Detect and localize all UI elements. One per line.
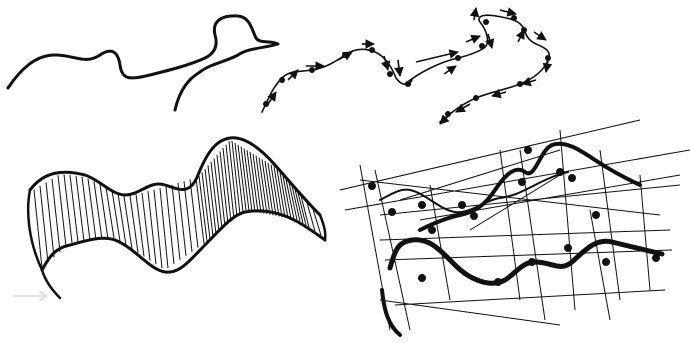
hatch-stroke [40,186,48,263]
curve-point-dot [521,27,527,33]
curve-point-dot [445,111,451,117]
panel-construction-grid [340,120,690,335]
grid-node-dot [470,212,478,220]
construction-line [395,290,665,305]
hatch-stroke [166,187,174,264]
direction-arrow-icon [488,34,492,48]
direction-arrow-icon [534,32,546,40]
grid-node-dot [388,208,396,216]
direction-arrow-icon [546,60,548,72]
grid-front-curve [390,240,662,283]
construction-line [340,120,640,190]
construction-line [560,130,575,310]
hatch-stroke [208,165,216,233]
direction-arrow-icon [416,52,458,62]
grid-node-dot [458,201,466,209]
curve-point-dot [405,81,411,87]
hatch-stroke [211,162,219,231]
curve-point-dot [387,71,393,77]
curve-point-dot [263,101,269,107]
grid-node-dot [418,201,426,209]
direction-arrow-icon [444,66,456,74]
grid-node-dot [524,146,532,154]
hatch-stroke [58,175,66,246]
curve-point-dot [309,67,315,73]
grid-node-dot [592,211,600,219]
direction-arrow-icon [466,36,480,42]
construction-line [640,175,650,290]
grid-node-dots [368,146,660,286]
grid-node-dot [564,244,572,252]
direction-arrow-icon [500,10,516,14]
curve-point-dot [473,95,479,101]
construction-line [380,185,680,215]
construction-line [380,300,560,325]
curve-point-dot [455,55,461,61]
grid-node-dot [568,174,576,182]
ribbon-hatching [34,141,321,268]
grid-node-dot [528,258,536,266]
grid-node-dot [602,258,610,266]
curve-point-dot [369,47,375,53]
grid-node-dot [494,278,502,286]
hatch-stroke [178,183,186,256]
curve-point-dot [279,77,285,83]
faint-arrow-icon [14,292,46,300]
grid-left-edge-stroke [382,290,400,335]
hatch-stroke [52,179,60,252]
curve-point-dot [479,43,485,49]
construction-line [360,180,660,215]
hatch-stroke [190,179,198,247]
hatch-stroke [172,185,180,260]
hatch-stroke [46,182,54,257]
curve-point-dot [342,52,348,58]
ribbon-bottom-edge [42,211,325,272]
hatch-stroke [184,181,192,252]
panel-ribbon-surface [14,138,325,300]
grid-node-dot [428,226,436,234]
hatch-stroke [205,169,213,236]
grid-node-dot [368,182,376,190]
grid-node-dot [418,274,426,282]
grid-mid-curve [380,172,568,212]
hatch-stroke [202,172,210,239]
direction-arrow-icon [474,8,476,20]
grid-node-dot [652,254,660,262]
direction-arrow-icon [398,60,400,76]
curve-point-dot [545,55,551,61]
panel-curve-arrows [262,8,551,124]
construction-line [385,250,672,260]
grid-node-dot [556,168,564,176]
arrow-path-right-stroke [405,15,549,122]
grid-node-dot [518,178,526,186]
curve-point-dot [517,81,523,87]
curve-point-dot [511,15,517,21]
construction-lines [340,120,690,335]
curve-point-dot [483,19,489,25]
panel-curve [8,16,278,110]
freehand-curve-stroke [8,16,278,110]
